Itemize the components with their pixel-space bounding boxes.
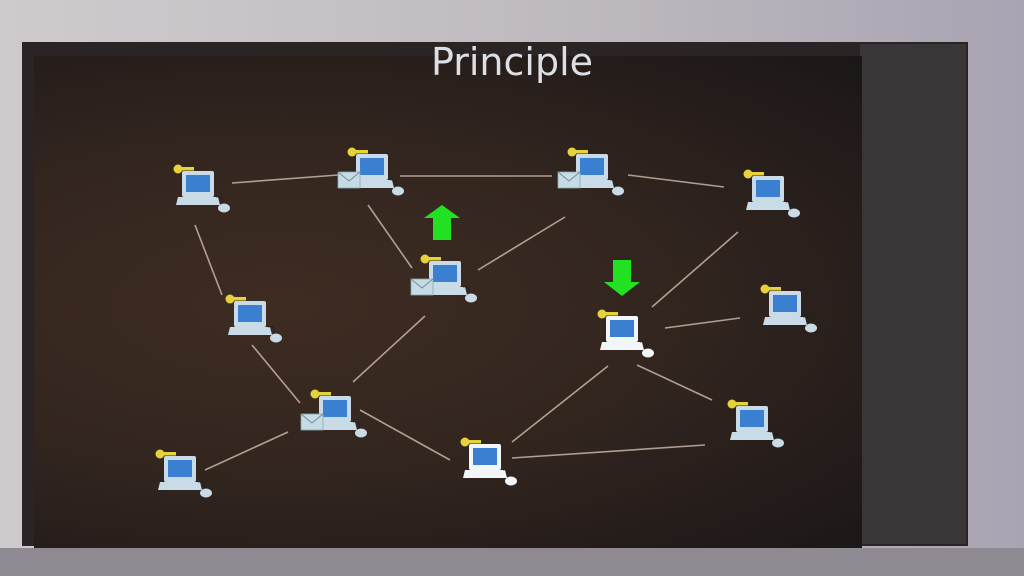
computer-icon bbox=[746, 176, 790, 210]
mouse-icon bbox=[267, 326, 282, 343]
mouse-icon bbox=[609, 179, 624, 196]
key-icon bbox=[760, 284, 781, 294]
computer-node bbox=[760, 284, 817, 333]
computer-node bbox=[743, 169, 800, 218]
key-icon bbox=[743, 169, 764, 179]
computer-node bbox=[460, 437, 517, 486]
network-link bbox=[477, 216, 566, 271]
computer-icon bbox=[228, 301, 272, 335]
network-link bbox=[664, 317, 741, 329]
key-icon bbox=[567, 147, 588, 157]
computer-icon bbox=[313, 396, 357, 430]
computer-icon bbox=[763, 291, 807, 325]
mouse-icon bbox=[352, 421, 367, 438]
computer-icon bbox=[350, 154, 394, 188]
mouse-icon bbox=[462, 286, 477, 303]
computer-icon bbox=[423, 261, 467, 295]
computer-node bbox=[337, 147, 404, 196]
mouse-icon bbox=[639, 341, 654, 358]
key-icon bbox=[597, 309, 618, 319]
network-link bbox=[627, 174, 725, 188]
network-link bbox=[194, 224, 223, 296]
floor bbox=[0, 548, 1024, 576]
computer-node bbox=[155, 449, 212, 498]
arrow-up-icon bbox=[424, 205, 460, 240]
key-icon bbox=[225, 294, 246, 304]
computer-node bbox=[225, 294, 282, 343]
computer-icon bbox=[463, 444, 507, 478]
computer-node bbox=[173, 164, 230, 213]
slide-title: Principle bbox=[430, 40, 594, 84]
key-icon bbox=[155, 449, 176, 459]
mouse-icon bbox=[785, 201, 800, 218]
computer-icon bbox=[176, 171, 220, 205]
computer-node bbox=[300, 389, 367, 438]
computer-icon bbox=[730, 406, 774, 440]
network-link bbox=[651, 231, 739, 308]
computer-node bbox=[597, 309, 654, 358]
computer-node bbox=[557, 147, 624, 196]
envelope-icon bbox=[300, 413, 324, 431]
key-icon bbox=[347, 147, 368, 157]
network-link bbox=[251, 344, 301, 404]
envelope-icon bbox=[557, 171, 581, 189]
key-icon bbox=[310, 389, 331, 399]
mouse-icon bbox=[389, 179, 404, 196]
envelope-icon bbox=[337, 171, 361, 189]
key-icon bbox=[727, 399, 748, 409]
network-link bbox=[204, 431, 289, 471]
computer-icon bbox=[570, 154, 614, 188]
screen-side-panel bbox=[860, 44, 966, 544]
network-link bbox=[367, 204, 413, 269]
network-link bbox=[359, 409, 451, 461]
network-link bbox=[511, 365, 609, 443]
network-link bbox=[231, 174, 339, 184]
mouse-icon bbox=[769, 431, 784, 448]
network-link bbox=[352, 315, 426, 383]
arrow-down-icon bbox=[604, 260, 640, 296]
computer-icon bbox=[158, 456, 202, 490]
computer-node bbox=[410, 254, 477, 303]
network-link bbox=[636, 364, 713, 401]
mouse-icon bbox=[802, 316, 817, 333]
network-link bbox=[511, 444, 706, 459]
computer-node bbox=[727, 399, 784, 448]
mouse-icon bbox=[197, 481, 212, 498]
key-icon bbox=[420, 254, 441, 264]
key-icon bbox=[460, 437, 481, 447]
mouse-icon bbox=[502, 469, 517, 486]
mouse-icon bbox=[215, 196, 230, 213]
computer-icon bbox=[600, 316, 644, 350]
envelope-icon bbox=[410, 278, 434, 296]
key-icon bbox=[173, 164, 194, 174]
